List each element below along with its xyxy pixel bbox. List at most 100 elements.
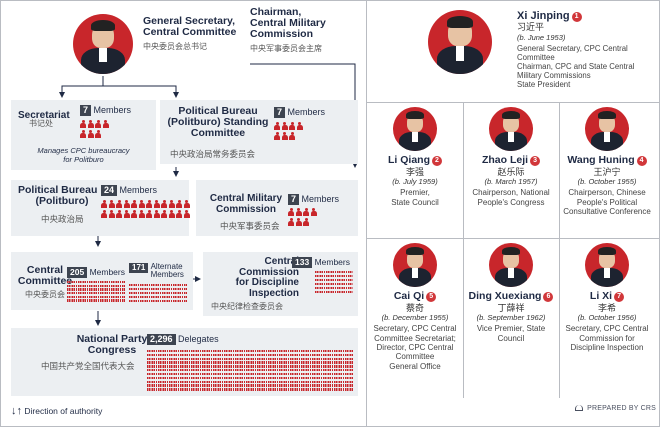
credit: PREPARED BY CRS [575, 405, 656, 412]
member-person-icon [95, 130, 101, 139]
member-name: Li Qiang [388, 154, 430, 166]
member-person-icon [80, 120, 86, 129]
member-person-icon [153, 210, 160, 219]
politburo-members-label: Members [119, 185, 158, 195]
dot-row [67, 288, 125, 291]
cc-count: 205 [67, 267, 88, 278]
rank-badge: 6 [543, 292, 554, 302]
member-role-line: General Office [389, 361, 441, 371]
member-person-icon [183, 210, 190, 219]
rank-badge: 3 [530, 156, 541, 166]
member-born: (b. October 1956) [577, 313, 637, 323]
cmc-chair-title-1: Chairman, [250, 6, 302, 18]
secretariat-box: Secretariat 7 Members 书记处 Manages CPC bu… [11, 100, 156, 170]
member-person-icon [102, 120, 109, 129]
politburo-title-2: (Politburo) [35, 195, 89, 208]
dot-row [147, 388, 353, 391]
grid-line-h2 [367, 238, 660, 239]
member-person-icon [95, 120, 101, 129]
member-person-icon [87, 120, 94, 129]
dot-row [67, 292, 125, 295]
member-person-icon [116, 210, 122, 219]
rank-badge: 2 [432, 156, 442, 166]
member-person-icon [161, 210, 167, 219]
npc-title-2: Congress [87, 344, 137, 357]
member-portrait [489, 243, 533, 287]
member-person-icon [80, 130, 86, 139]
member-person-icon [87, 130, 94, 139]
credit-text: PREPARED BY CRS [587, 405, 657, 412]
dot-row [147, 372, 353, 376]
central-committee-box: Central Committee 中央委员会 205 Members 171 … [11, 252, 193, 310]
member-name: Ding Xuexiang [468, 290, 542, 302]
cc-alt-label-2: Members [150, 270, 184, 279]
psc-members-label: Members [287, 107, 326, 117]
member-name: Wang Huning [567, 154, 635, 166]
leader-role-line: State President [517, 80, 571, 90]
rank-badge: 5 [426, 292, 437, 302]
leader-cn: 习近平 [517, 22, 545, 33]
leader-born: (b. June 1953) [517, 32, 566, 42]
politburo-box: Political Bureau (Politburo) 24 Members … [11, 180, 190, 236]
ccdi-title-2: Commission [238, 266, 299, 278]
member-cn: 丁薛祥 [497, 302, 525, 313]
member-role-line: People's Congress [477, 197, 545, 207]
grid-line-v1 [463, 102, 464, 398]
cc-alt-count: 171 [129, 263, 149, 273]
member-person-icon [303, 208, 309, 217]
member-person-icon [131, 210, 137, 219]
member-cn: 李希 [597, 302, 616, 313]
legend-label: Direction of authority [24, 406, 103, 416]
capitol-icon [575, 405, 583, 411]
xi-portrait [428, 10, 492, 74]
member-born: (b. September 1962) [476, 313, 546, 323]
member-role-line: Discipline Inspection [570, 342, 644, 352]
dot-row [67, 281, 125, 284]
ccdi-title-4: Inspection [248, 287, 299, 299]
ccdi-box: Central Commission for Discipline Inspec… [203, 252, 358, 316]
cmc-chair-label: Chairman, Central Military Commission 中央… [250, 6, 360, 54]
leader-role-line: Committee [517, 52, 555, 62]
member-person-icon [274, 132, 280, 141]
member-name: Li Xi [589, 290, 613, 302]
member-role-line: Secretary, CPC Central [565, 324, 649, 334]
cmc-box: Central Military Commission 7 Members 中央… [196, 180, 358, 236]
secretariat-cn: 书记处 [29, 119, 53, 128]
grid-line-h1 [367, 102, 660, 103]
grid-line-v2 [559, 102, 560, 398]
member-person-icon [281, 132, 288, 141]
cmc-cn: 中央军事委员会 [220, 222, 280, 232]
leader-name: Xi Jinping [517, 10, 570, 22]
member-cn: 赵乐际 [497, 166, 525, 177]
member-person-icon [123, 210, 130, 219]
member-cn: 李强 [405, 166, 424, 177]
ccdi-member-dots [315, 271, 353, 295]
legend: ↓↑ Direction of authority [11, 405, 102, 417]
dot-row [147, 384, 353, 387]
secretariat-members-label: Members [93, 105, 132, 115]
member-role-line: Committee Secretariat; [374, 333, 456, 343]
cmc-chair-title-2: Central Military [250, 17, 326, 30]
member-born: (b. October 1955) [577, 177, 637, 187]
npc-delegates-label: Delegates [178, 334, 219, 344]
cmc-title-1: Central Military [209, 193, 283, 204]
member-person-icon [116, 200, 122, 209]
secretariat-note-2: for Politburo [63, 154, 104, 164]
leader-role-line: General Secretary, CPC Central [517, 43, 628, 53]
member-role-line: Commission for [579, 333, 635, 343]
dot-row [67, 284, 125, 287]
member-role-line: Secretary, CPC Central [373, 324, 457, 334]
member-person-icon [108, 200, 115, 209]
member-portrait [585, 107, 629, 151]
dot-row [147, 369, 353, 372]
member-role-line: State Council [391, 197, 439, 207]
dot-row [67, 299, 125, 302]
member-name: Cai Qi [393, 290, 425, 302]
